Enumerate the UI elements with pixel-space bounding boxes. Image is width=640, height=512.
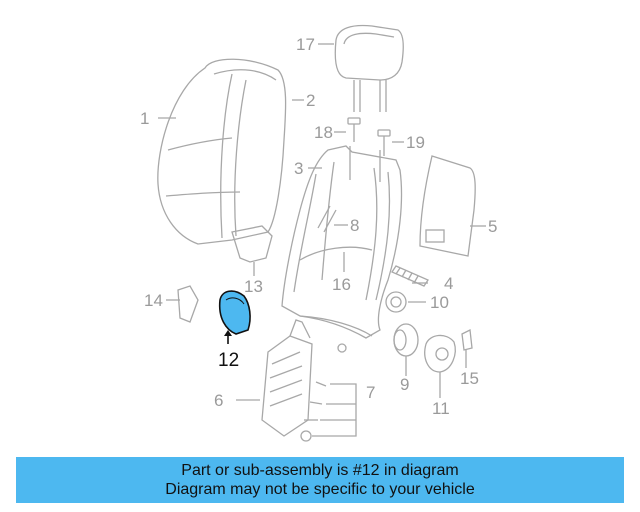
banner-line-2: Diagram may not be specific to your vehi… bbox=[165, 481, 475, 498]
cover-11 bbox=[424, 334, 456, 373]
part-6 bbox=[261, 319, 313, 437]
callout-11: 11 bbox=[432, 399, 450, 418]
leader-lines bbox=[158, 43, 486, 437]
seat-back-cushion bbox=[157, 58, 287, 245]
callout-15: 15 bbox=[460, 369, 479, 388]
headrest bbox=[334, 24, 404, 112]
callout-6: 6 bbox=[214, 391, 223, 410]
callout-9: 9 bbox=[400, 375, 409, 394]
callout-17: 17 bbox=[296, 35, 315, 54]
callout-7: 7 bbox=[366, 383, 375, 402]
bolts-18-19 bbox=[347, 117, 391, 156]
callout-10: 10 bbox=[430, 293, 449, 312]
part-8 bbox=[317, 205, 337, 233]
clip-15 bbox=[461, 329, 473, 351]
callout-labels: 1 2 3 4 5 6 7 8 9 10 11 12 13 14 15 16 1… bbox=[140, 35, 497, 418]
callout-3: 3 bbox=[294, 159, 303, 178]
part-12-highlight[interactable] bbox=[218, 290, 251, 335]
part-14 bbox=[177, 285, 199, 323]
callout-4: 4 bbox=[444, 274, 453, 293]
callout-13: 13 bbox=[244, 277, 263, 296]
part-13 bbox=[231, 225, 273, 263]
callout-19: 19 bbox=[406, 133, 425, 152]
seat-back-frame bbox=[281, 145, 403, 339]
knob-10 bbox=[385, 291, 407, 313]
callout-14: 14 bbox=[144, 291, 163, 310]
callout-8: 8 bbox=[350, 216, 359, 235]
lumbar-wire bbox=[299, 246, 373, 261]
banner-line-1: Part or sub-assembly is #12 in diagram bbox=[181, 462, 459, 479]
callout-1: 1 bbox=[140, 109, 149, 128]
callout-18: 18 bbox=[314, 123, 333, 142]
back-panel bbox=[419, 155, 476, 257]
part-4-strip bbox=[391, 265, 429, 287]
knob-9 bbox=[393, 323, 419, 357]
callout-16: 16 bbox=[332, 275, 351, 294]
screws-7 bbox=[300, 343, 347, 442]
info-banner: Part or sub-assembly is #12 in diagram D… bbox=[16, 457, 624, 503]
parts-diagram: 1 2 3 4 5 6 7 8 9 10 11 12 13 14 15 16 1… bbox=[140, 24, 497, 442]
callout-5: 5 bbox=[488, 217, 497, 236]
callout-12: 12 bbox=[218, 350, 239, 371]
callout-2: 2 bbox=[306, 91, 315, 110]
